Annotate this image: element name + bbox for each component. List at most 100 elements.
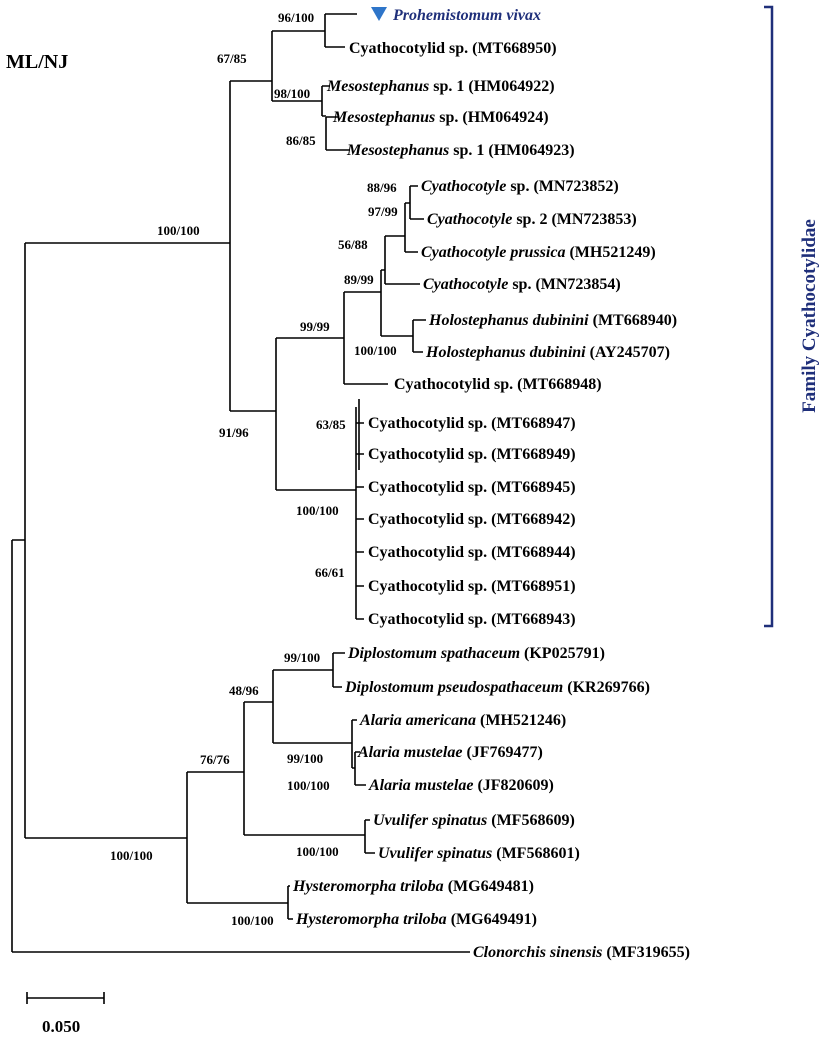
- tip-label: Cyathocotylid sp. (MT668947): [368, 415, 576, 432]
- support-value: 63/85: [316, 417, 346, 432]
- support-value: 86/85: [286, 133, 316, 148]
- taxon-accession: (KR269766): [563, 679, 650, 696]
- family-label: Family Cyathocotylidae: [799, 219, 820, 413]
- tip-label: Cyathocotyle sp. (MN723852): [421, 178, 619, 195]
- taxon-name: Cyathocotyle: [423, 276, 508, 293]
- taxon-name: Alaria americana: [359, 712, 476, 729]
- support-value: 100/100: [287, 778, 330, 793]
- taxon-accession: Cyathocotylid sp. (MT668945): [368, 479, 576, 496]
- taxon-accession: (MF319655): [602, 944, 690, 961]
- taxon-name: Diplostomum spathaceum: [347, 645, 520, 662]
- taxon-accession: (MF568609): [487, 812, 575, 829]
- support-value: 100/100: [354, 343, 397, 358]
- taxon-accession: (MT668940): [589, 312, 677, 329]
- tip-label: Hysteromorpha triloba (MG649491): [295, 911, 537, 928]
- tip-label: Clonorchis sinensis (MF319655): [473, 944, 690, 961]
- taxon-accession: (MH521249): [565, 244, 655, 261]
- taxon-name: Holostephanus dubinini: [428, 312, 589, 329]
- support-value: 100/100: [110, 848, 153, 863]
- taxon-name: Mesostephanus: [326, 78, 429, 95]
- tip-label: Diplostomum spathaceum (KP025791): [347, 645, 605, 662]
- taxon-name: Hysteromorpha triloba: [295, 911, 447, 928]
- tip-label: Hysteromorpha triloba (MG649481): [292, 878, 534, 895]
- taxon-name: Cyathocotyle: [421, 178, 506, 195]
- support-value: 100/100: [157, 223, 200, 238]
- taxon-name: Uvulifer spinatus: [378, 845, 492, 862]
- support-value: 48/96: [229, 683, 259, 698]
- taxon-accession: (JF820609): [473, 777, 553, 794]
- taxon-accession: Cyathocotylid sp. (MT668950): [349, 40, 557, 57]
- taxon-name: Mesostephanus: [346, 142, 449, 159]
- support-values: 96/100 67/85 98/100 86/85 100/100 88/96 …: [110, 10, 398, 928]
- tip-label: Prohemistomum vivax: [392, 7, 541, 24]
- taxon-accession: (MF568601): [492, 845, 580, 862]
- tip-label: Cyathocotylid sp. (MT668948): [394, 376, 602, 393]
- support-value: 76/76: [200, 752, 230, 767]
- taxon-accession: (KP025791): [520, 645, 605, 662]
- tip-label: Holostephanus dubinini (MT668940): [428, 312, 677, 329]
- tip-label: Cyathocotylid sp. (MT668949): [368, 446, 576, 463]
- taxon-accession: Cyathocotylid sp. (MT668949): [368, 446, 576, 463]
- tip-label: Cyathocotylid sp. (MT668944): [368, 544, 576, 561]
- taxon-accession: (MG649481): [444, 878, 534, 895]
- support-value: 98/100: [274, 86, 310, 101]
- taxon-accession: Cyathocotylid sp. (MT668944): [368, 544, 576, 561]
- tip-label: Holostephanus dubinini (AY245707): [425, 344, 670, 361]
- support-value: 99/100: [287, 751, 323, 766]
- taxon-accession: sp. (MN723854): [508, 276, 620, 293]
- tip-label: Cyathocotylid sp. (MT668942): [368, 511, 576, 528]
- taxon-name: Uvulifer spinatus: [373, 812, 487, 829]
- taxon-accession: sp. 2 (MN723853): [512, 211, 636, 228]
- tip-label: Cyathocotylid sp. (MT668945): [368, 479, 576, 496]
- tip-label: Cyathocotylid sp. (MT668943): [368, 611, 576, 628]
- tip-label: Alaria mustelae (JF820609): [368, 777, 554, 794]
- taxon-accession: (AY245707): [586, 344, 670, 361]
- taxon-name: Hysteromorpha triloba: [292, 878, 444, 895]
- taxon-accession: (MH521246): [476, 712, 566, 729]
- support-value: 97/99: [368, 204, 398, 219]
- scale-label: 0.050: [42, 1017, 80, 1036]
- taxon-accession: Cyathocotylid sp. (MT668947): [368, 415, 576, 432]
- taxon-accession: sp. 1 (HM064923): [449, 142, 574, 159]
- taxon-accession: Cyathocotylid sp. (MT668942): [368, 511, 576, 528]
- tip-labels: Prohemistomum vivax Cyathocotylid sp. (M…: [292, 7, 690, 961]
- tree-title: ML/NJ: [6, 51, 68, 73]
- tip-label: Mesostephanus sp. (HM064924): [332, 109, 549, 126]
- taxon-name: Diplostomum pseudospathaceum: [344, 679, 563, 696]
- taxon-name: Cyathocotyle: [427, 211, 512, 228]
- support-value: 67/85: [217, 51, 247, 66]
- taxon-name: Cyathocotyle prussica: [421, 244, 565, 261]
- tip-label: Uvulifer spinatus (MF568601): [378, 845, 580, 862]
- family-bracket: [764, 5, 774, 628]
- triangle-marker-icon: [371, 7, 387, 21]
- taxon-accession: sp. (HM064924): [435, 109, 548, 126]
- taxon-accession: (JF769477): [462, 744, 542, 761]
- tip-label: Cyathocotyle prussica (MH521249): [421, 244, 656, 261]
- support-value: 56/88: [338, 237, 368, 252]
- support-value: 100/100: [231, 913, 274, 928]
- support-value: 89/99: [344, 272, 374, 287]
- taxon-accession: Cyathocotylid sp. (MT668943): [368, 611, 576, 628]
- tip-label: Cyathocotylid sp. (MT668950): [349, 40, 557, 57]
- tip-label: Mesostephanus sp. 1 (HM064922): [326, 78, 555, 95]
- tip-label: Uvulifer spinatus (MF568609): [373, 812, 575, 829]
- tip-label: Diplostomum pseudospathaceum (KR269766): [344, 679, 650, 696]
- taxon-name: Prohemistomum vivax: [392, 7, 541, 24]
- support-value: 66/61: [315, 565, 345, 580]
- support-value: 96/100: [278, 10, 314, 25]
- tip-label: Mesostephanus sp. 1 (HM064923): [346, 142, 575, 159]
- support-value: 100/100: [296, 844, 339, 859]
- tip-label: Cyathocotylid sp. (MT668951): [368, 578, 576, 595]
- taxon-name: Alaria mustelae: [357, 744, 462, 761]
- tip-label: Cyathocotyle sp. 2 (MN723853): [427, 211, 637, 228]
- tip-label: Cyathocotyle sp. (MN723854): [423, 276, 621, 293]
- scale-bar: [26, 992, 105, 1004]
- support-value: 91/96: [219, 425, 249, 440]
- taxon-name: Mesostephanus: [332, 109, 435, 126]
- taxon-name: Holostephanus dubinini: [425, 344, 586, 361]
- taxon-name: Clonorchis sinensis: [473, 944, 602, 961]
- tip-label: Alaria americana (MH521246): [359, 712, 566, 729]
- taxon-accession: (MG649491): [447, 911, 537, 928]
- taxon-accession: Cyathocotylid sp. (MT668951): [368, 578, 576, 595]
